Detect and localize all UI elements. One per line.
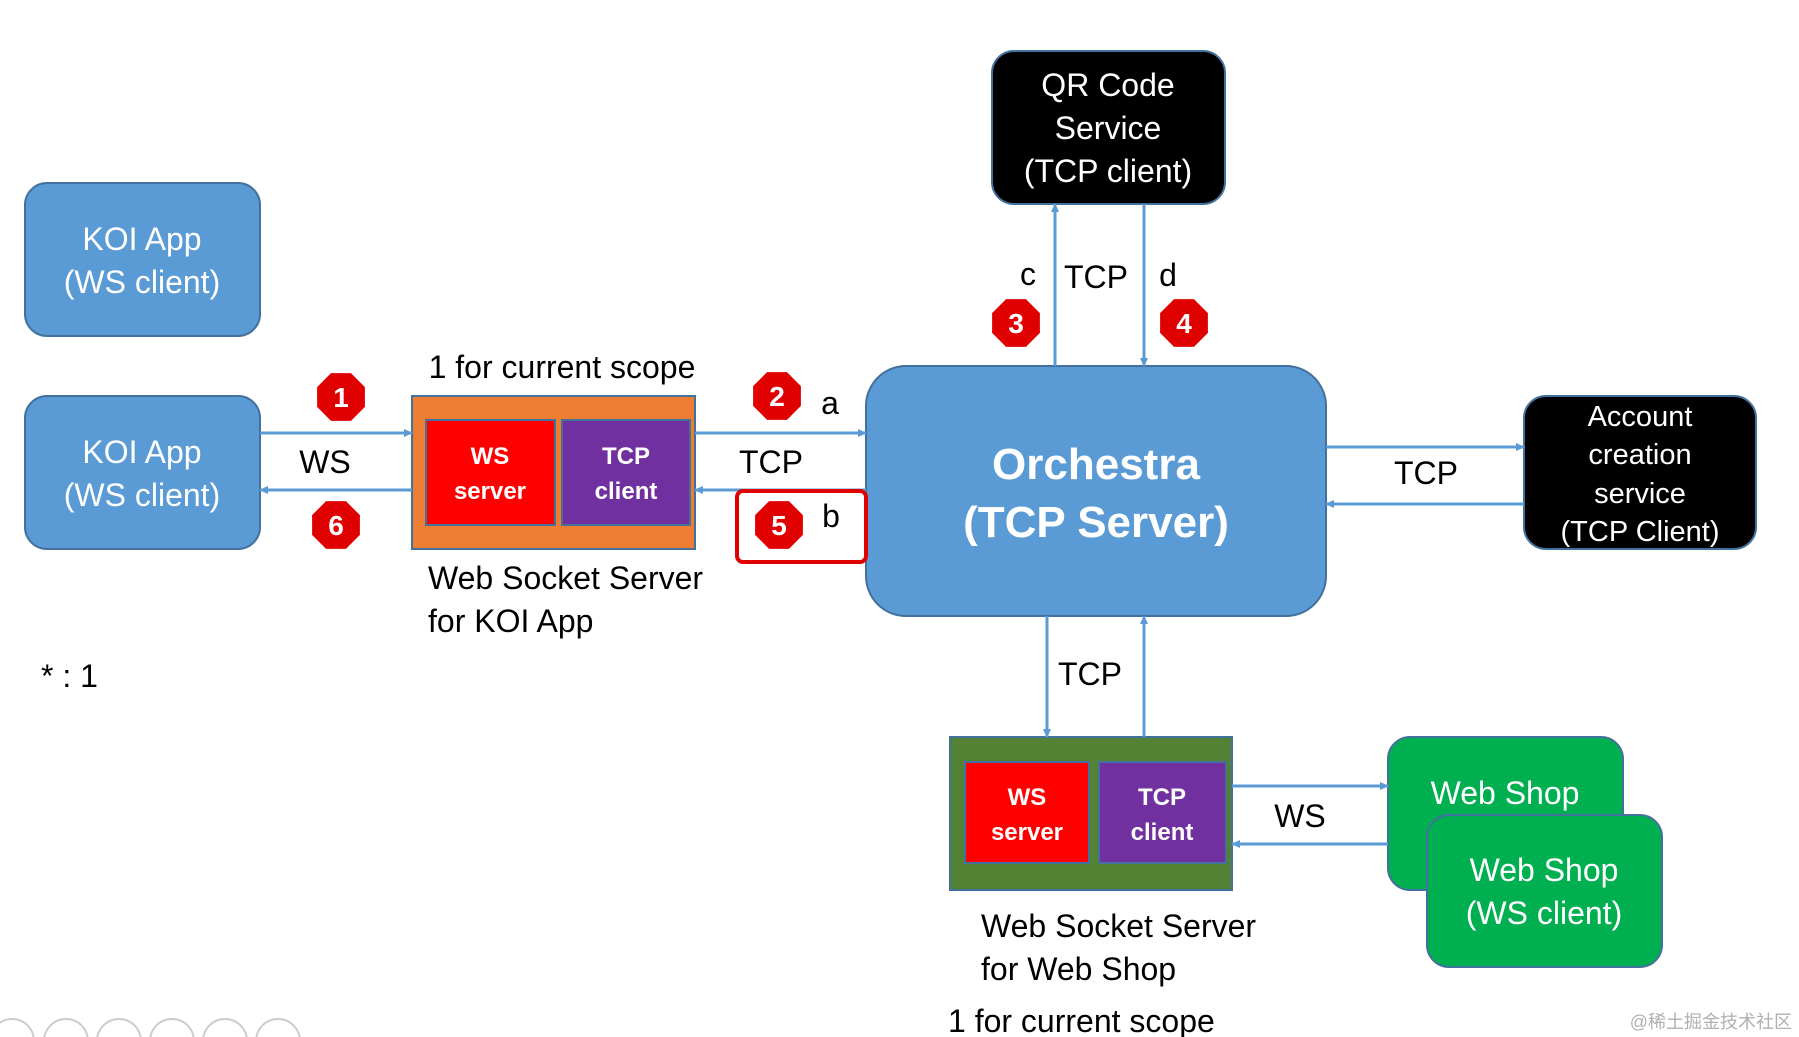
- koi-ws-caption: Web Socket Server: [428, 560, 703, 596]
- label-c: c: [1020, 256, 1036, 292]
- label-ws-left: WS: [299, 444, 351, 480]
- koi-ws-server: 1 for current scope WS server TCP client…: [411, 349, 703, 639]
- qr-code-service: QR Code Service (TCP client): [991, 50, 1226, 205]
- orchestra-title: Orchestra: [992, 440, 1200, 489]
- shop-ws-server-label: WS: [1008, 784, 1047, 811]
- octagon-icon: [310, 499, 362, 551]
- label-ws-right: WS: [1274, 798, 1326, 834]
- web-shop-front-title: Web Shop: [1470, 852, 1619, 888]
- slide-toolbar: [0, 1018, 301, 1037]
- highlight-rect: [735, 489, 868, 564]
- step-badge-number: 1: [333, 382, 349, 413]
- label-d: d: [1159, 257, 1177, 293]
- ws-server-label: WS: [471, 443, 510, 470]
- tcp-client-label-2: client: [595, 478, 658, 505]
- koi-app-2: KOI App (WS client): [24, 395, 261, 550]
- tcp-client-label: TCP: [602, 443, 650, 470]
- octagon-icon: [1158, 297, 1210, 349]
- label-b: b: [822, 498, 840, 534]
- octagon-icon: [315, 371, 367, 423]
- orchestra-server: Orchestra (TCP Server): [865, 365, 1327, 617]
- koi-scope-label: 1 for current scope: [429, 349, 696, 385]
- account-line1: Account: [1588, 401, 1693, 433]
- koi-app-1-subtitle: (WS client): [64, 264, 220, 300]
- shop-ws-caption: Web Socket Server: [981, 908, 1256, 944]
- web-shop-back-title: Web Shop: [1431, 775, 1580, 811]
- multiplicity-label: * : 1: [41, 658, 98, 694]
- web-shop-front-subtitle: (WS client): [1466, 895, 1622, 931]
- step-badge-5: 5: [753, 499, 805, 551]
- octagon-icon: [751, 370, 803, 422]
- step-badge-number: 2: [769, 381, 785, 412]
- step-badges: 1 2 3 4 5 6: [310, 297, 1210, 551]
- label-tcp-bottom: TCP: [1058, 656, 1122, 692]
- label-tcp-left: TCP: [739, 444, 803, 480]
- koi-app-2-subtitle: (WS client): [64, 477, 220, 513]
- qr-line3: (TCP client): [1024, 153, 1192, 189]
- step-badge-3: 3: [990, 297, 1042, 349]
- connection-arrows: [259, 203, 1525, 848]
- qr-line2: Service: [1055, 110, 1162, 146]
- qr-line1: QR Code: [1041, 67, 1174, 103]
- label-tcp-right: TCP: [1394, 455, 1458, 491]
- next-icon[interactable]: [43, 1018, 89, 1037]
- label-tcp-top: TCP: [1064, 259, 1128, 295]
- koi-ws-caption-2: for KOI App: [428, 603, 593, 639]
- step-badge-number: 4: [1176, 308, 1192, 339]
- web-shop-front: Web Shop (WS client): [1426, 814, 1663, 968]
- step-badge-2: 2: [751, 370, 803, 422]
- shop-ws-server: WS server TCP client Web Socket Server f…: [948, 736, 1256, 1037]
- shop-scope-label: 1 for current scope: [948, 1003, 1215, 1037]
- step-badge-number: 6: [328, 510, 344, 541]
- octagon-icon: [990, 297, 1042, 349]
- slides-icon[interactable]: [149, 1018, 195, 1037]
- koi-app-1-title: KOI App: [82, 221, 201, 257]
- connection-labels: WS TCP a b c TCP d TCP TCP WS * : 1: [41, 256, 1458, 834]
- step-badge-number: 5: [771, 510, 787, 541]
- shop-ws-caption-2: for Web Shop: [981, 951, 1176, 987]
- step-badge-6: 6: [310, 499, 362, 551]
- label-a: a: [821, 385, 839, 421]
- pen-icon[interactable]: [96, 1018, 142, 1037]
- step-badge-number: 3: [1008, 308, 1024, 339]
- account-line2: creation: [1588, 439, 1691, 471]
- step-badge-1: 1: [315, 371, 367, 423]
- previous-icon[interactable]: [0, 1018, 35, 1037]
- account-line4: (TCP Client): [1561, 516, 1720, 548]
- ws-server-label-2: server: [454, 478, 526, 505]
- account-creation-service: Account creation service (TCP Client): [1523, 395, 1757, 550]
- account-line3: service: [1594, 478, 1686, 510]
- koi-app-2-title: KOI App: [82, 434, 201, 470]
- octagon-icon: [753, 499, 805, 551]
- orchestra-subtitle: (TCP Server): [963, 498, 1229, 547]
- more-icon[interactable]: [255, 1018, 301, 1037]
- zoom-icon[interactable]: [202, 1018, 248, 1037]
- shop-tcp-client-label: TCP: [1138, 784, 1186, 811]
- koi-app-1: KOI App (WS client): [24, 182, 261, 337]
- shop-ws-server-label-2: server: [991, 819, 1063, 846]
- watermark: @稀土掘金技术社区: [1630, 1012, 1792, 1032]
- shop-tcp-client-label-2: client: [1131, 819, 1194, 846]
- step-badge-4: 4: [1158, 297, 1210, 349]
